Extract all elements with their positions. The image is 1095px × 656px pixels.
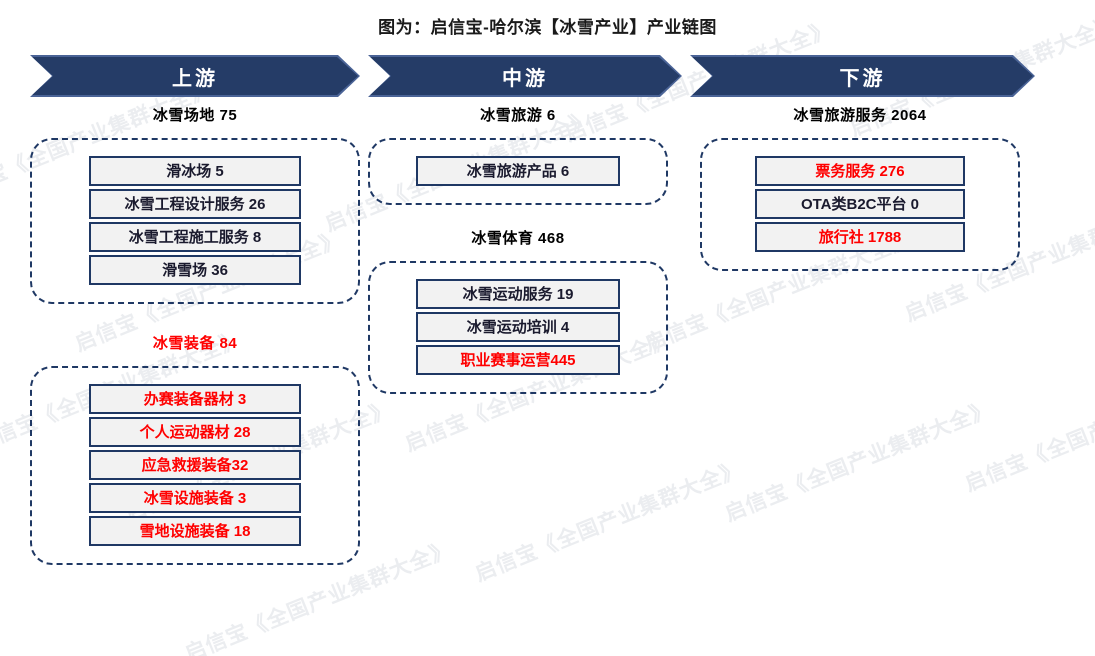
industry-node[interactable]: 应急救援装备32 [89, 450, 301, 480]
stage-chevron-label: 上游 [172, 67, 218, 90]
industry-node[interactable]: 冰雪设施装备 3 [89, 483, 301, 513]
industry-node[interactable]: 办赛装备器材 3 [89, 384, 301, 414]
group-spacer [30, 304, 360, 332]
stage-chevron-0: 上游 [30, 55, 360, 97]
watermark-text: 启信宝《全国产业集群大全》 [471, 457, 746, 586]
stage-chevron-2: 下游 [690, 55, 1035, 97]
stage-chevron-1: 中游 [368, 55, 682, 97]
page-title: 图为：启信宝-哈尔滨【冰雪产业】产业链图 [378, 18, 717, 37]
industry-node[interactable]: 滑雪场 36 [89, 255, 301, 285]
industry-node[interactable]: 冰雪旅游产品 6 [416, 156, 620, 186]
industry-node[interactable]: 冰雪工程施工服务 8 [89, 222, 301, 252]
industry-node[interactable]: 职业赛事运营445 [416, 345, 620, 375]
watermark-text: 启信宝《全国产业集群大全》 [721, 397, 996, 526]
stage-chevron-body: 中游 [370, 57, 680, 95]
industry-node[interactable]: 雪地设施装备 18 [89, 516, 301, 546]
industry-node[interactable]: 旅行社 1788 [755, 222, 965, 252]
industry-node[interactable]: 个人运动器材 28 [89, 417, 301, 447]
stage-chevron-body: 下游 [692, 57, 1033, 95]
industry-node[interactable]: 滑冰场 5 [89, 156, 301, 186]
stage-chevron-body: 上游 [32, 57, 358, 95]
industry-node[interactable]: 冰雪工程设计服务 26 [89, 189, 301, 219]
group-box: 冰雪旅游产品 6 [368, 138, 668, 205]
industry-node[interactable]: 冰雪运动服务 19 [416, 279, 620, 309]
industry-node[interactable]: OTA类B2C平台 0 [755, 189, 965, 219]
node-group: 冰雪旅游 6 冰雪旅游产品 6 [368, 104, 668, 205]
group-spacer [368, 205, 668, 227]
stage-chevron-label: 下游 [839, 67, 886, 90]
watermark-text: 启信宝《全国产业集群大全》 [961, 367, 1095, 496]
group-header: 冰雪旅游服务 2064 [793, 107, 927, 124]
industry-node[interactable]: 冰雪运动培训 4 [416, 312, 620, 342]
stage-band: 上游 中游 下游 [0, 55, 1095, 97]
group-header: 冰雪装备 84 [152, 335, 238, 352]
group-header: 冰雪场地 75 [152, 107, 238, 124]
stage-chevron-label: 中游 [502, 67, 548, 90]
industry-node[interactable]: 票务服务 276 [755, 156, 965, 186]
group-header: 冰雪旅游 6 [480, 107, 556, 124]
group-header: 冰雪体育 468 [471, 230, 565, 247]
